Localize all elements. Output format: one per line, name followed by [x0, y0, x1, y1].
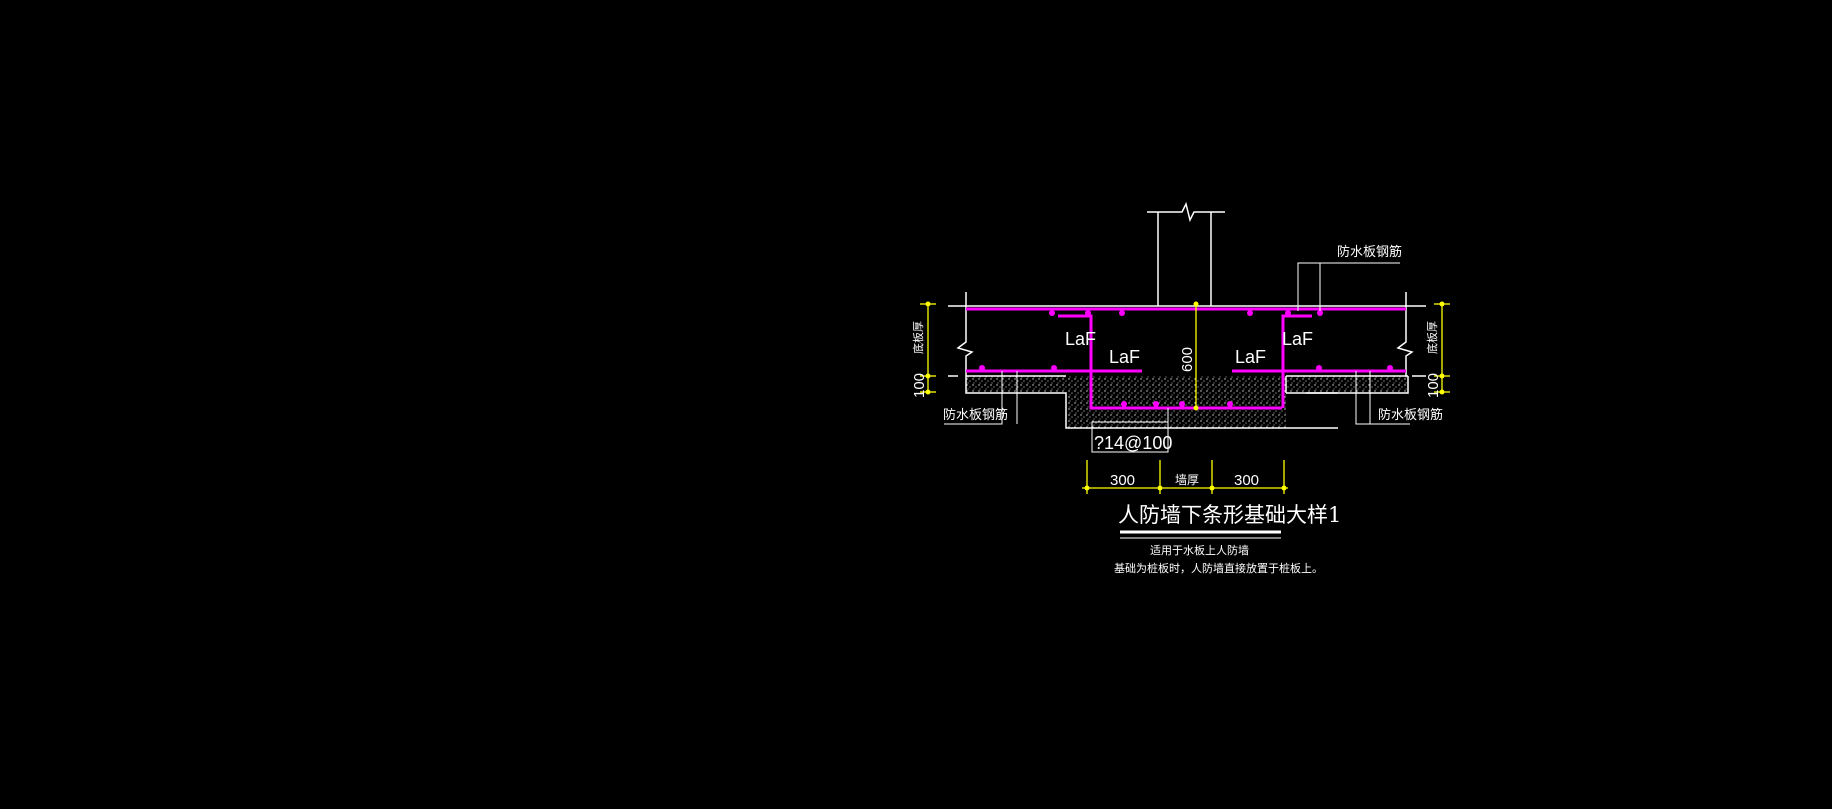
dimension-ticks — [925, 301, 1445, 491]
label-rebar-spec: ?14@100 — [1094, 433, 1172, 453]
label-pad-100-right: 100 — [1425, 373, 1442, 398]
label-slab-thickness-left: 底板厚 — [911, 321, 925, 354]
foundation-detail: 防水板钢筋 防水板钢筋 防水板钢筋 底板厚 底板厚 100 100 600 La… — [911, 201, 1450, 575]
break-line-symbol — [1147, 201, 1225, 223]
cushion-center — [1066, 376, 1286, 428]
leader-lines — [944, 262, 1410, 453]
rebar-dots — [979, 310, 1393, 407]
label-height-600: 600 — [1179, 347, 1196, 372]
label-laf-3: LaF — [1235, 347, 1266, 367]
label-wall-thickness: 墙厚 — [1175, 473, 1199, 487]
label-pad-100-left: 100 — [911, 373, 928, 398]
cushion-right — [1286, 376, 1408, 393]
label-waterproof-rebar-left: 防水板钢筋 — [943, 407, 1008, 423]
label-width-300-right: 300 — [1234, 472, 1259, 489]
anchor-bar-right — [1281, 314, 1312, 408]
label-laf-4: LaF — [1282, 329, 1313, 349]
left-slab-break — [956, 292, 974, 376]
right-slab-break — [1396, 292, 1414, 376]
anchor-bar-left — [1058, 314, 1282, 410]
structure-outline — [948, 201, 1426, 429]
title-note-1: 适用于水板上人防墙 — [1150, 543, 1249, 557]
label-waterproof-rebar-top-right: 防水板钢筋 — [1337, 244, 1402, 260]
label-waterproof-rebar-right: 防水板钢筋 — [1378, 407, 1443, 423]
cushion-left — [966, 376, 1086, 393]
title-note-2: 基础为桩板时，人防墙直接放置于桩板上。 — [1114, 561, 1323, 575]
label-laf-1: LaF — [1065, 329, 1096, 349]
label-width-300-left: 300 — [1110, 472, 1135, 489]
label-laf-2: LaF — [1109, 347, 1140, 367]
detail-title: 人防墙下条形基础大样1 — [1118, 503, 1341, 527]
label-slab-thickness-right: 底板厚 — [1425, 321, 1439, 354]
rebar-spec-leader — [1091, 408, 1169, 453]
concrete-cushion-hatch — [966, 376, 1408, 428]
